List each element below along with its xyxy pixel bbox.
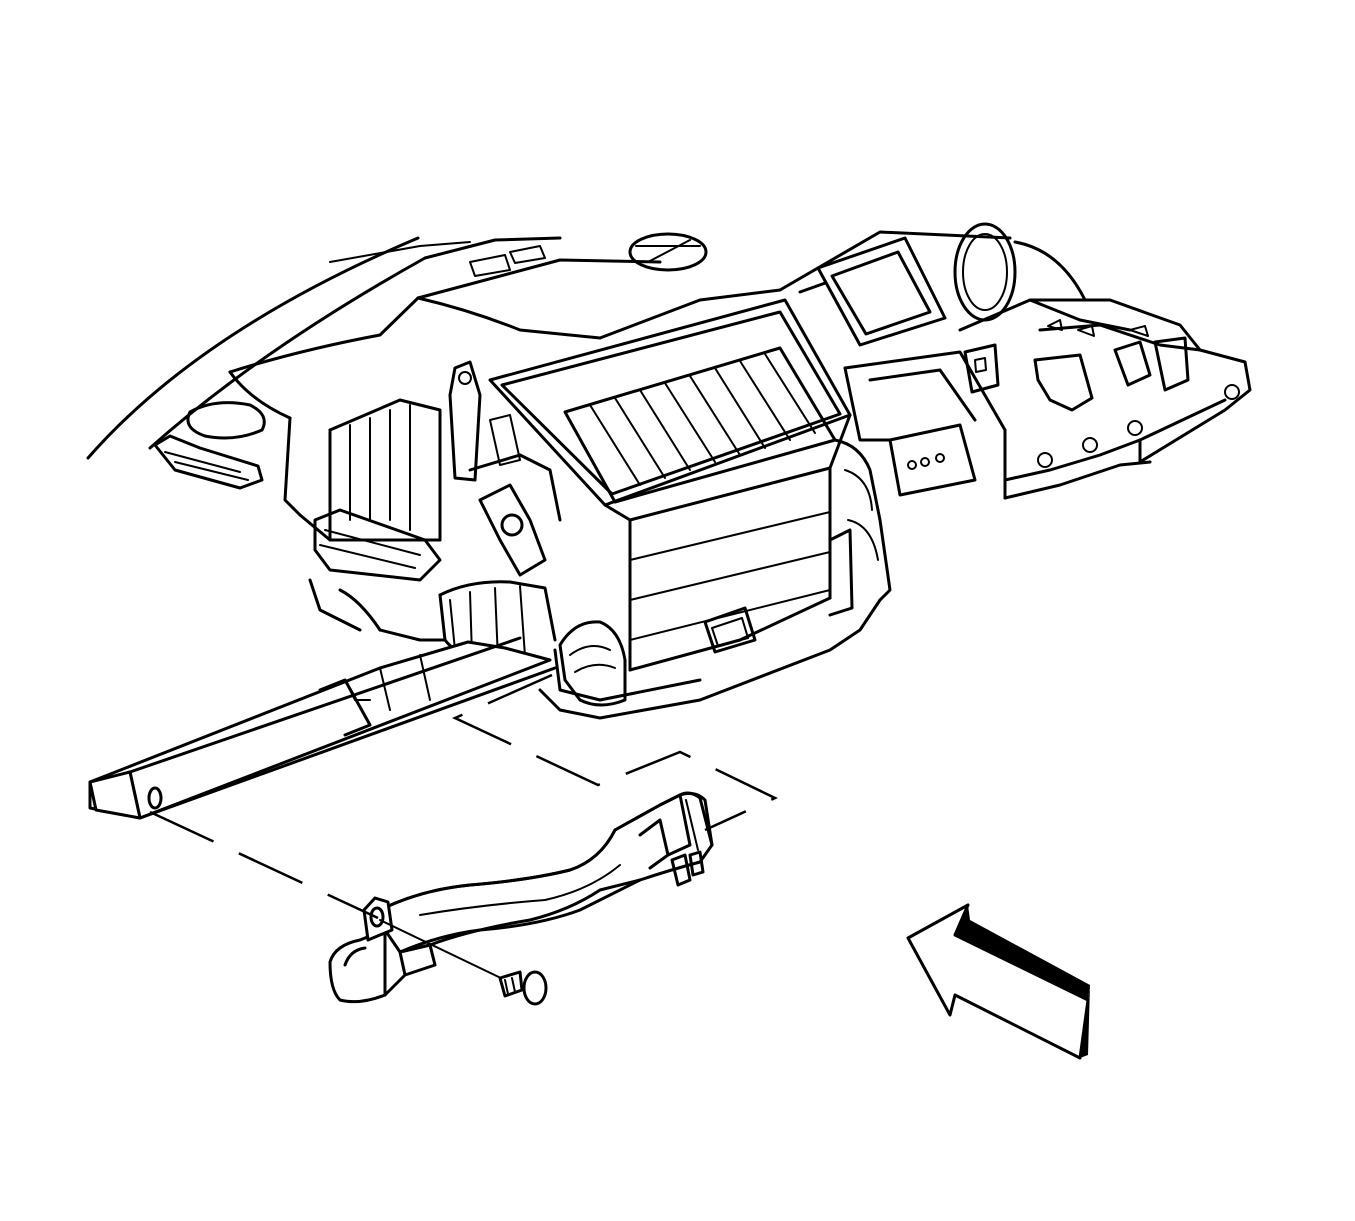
dash-panel (86, 222, 1252, 500)
floor-air-duct (88, 578, 557, 820)
hvac-module (283, 298, 892, 720)
push-pin-fastener (379, 919, 548, 1006)
front-arrow (906, 903, 1090, 1060)
duct-extension (328, 791, 714, 1004)
assembly-lines (149, 673, 778, 920)
